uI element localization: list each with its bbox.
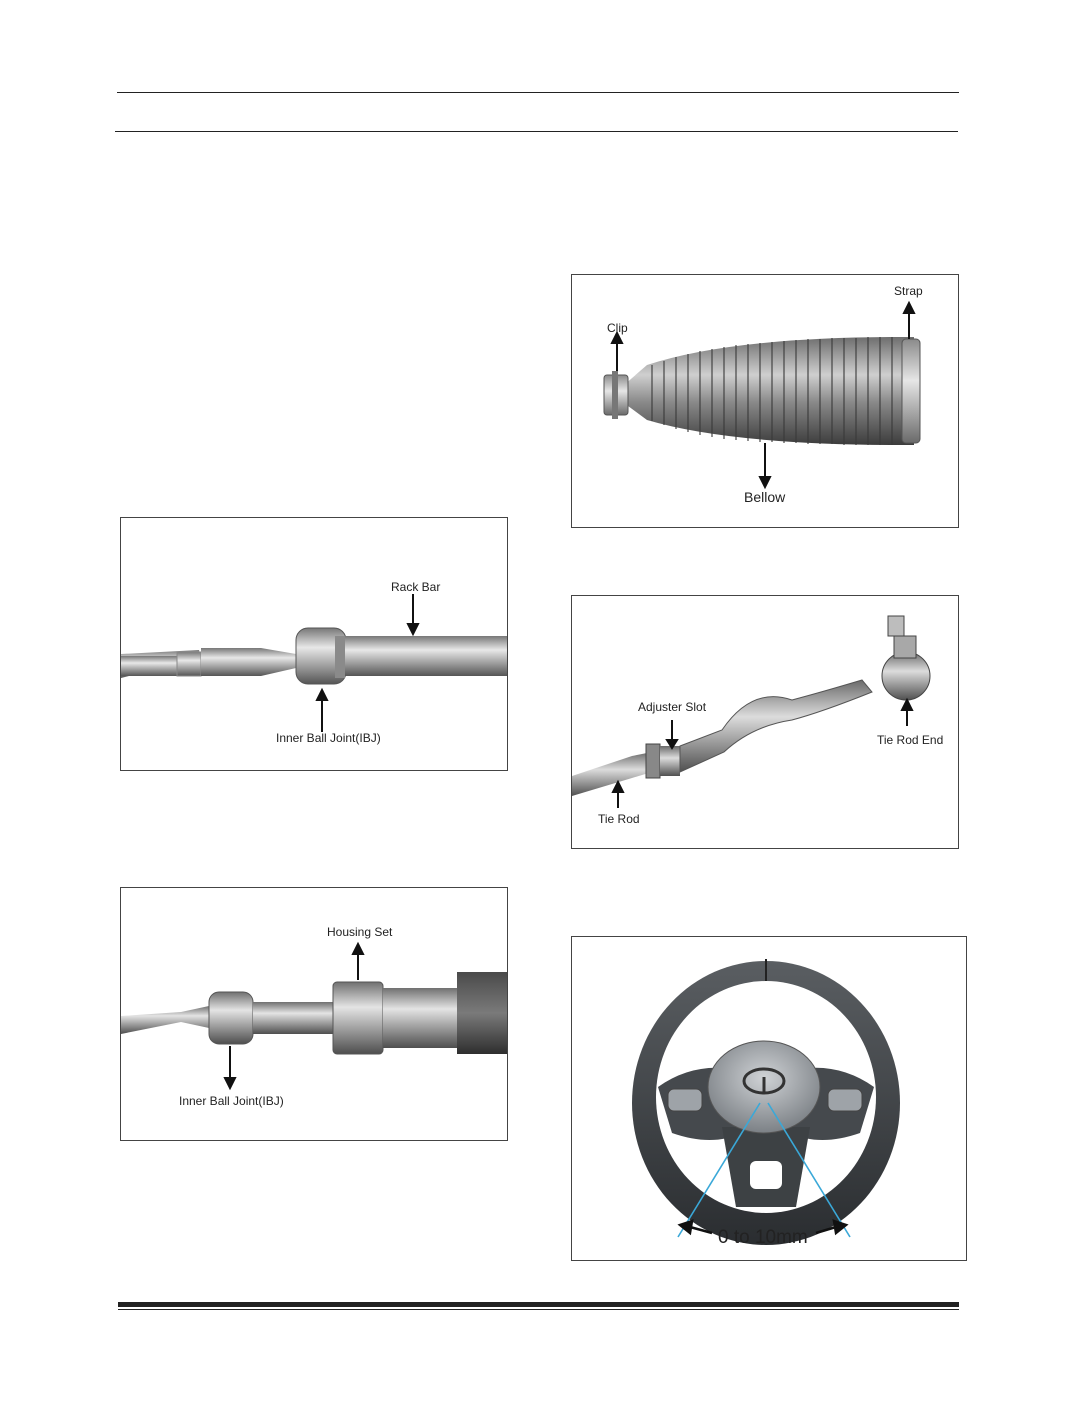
rack-bar-illustration: [121, 594, 507, 732]
label-strap: Strap: [894, 284, 923, 298]
housing-set-illustration: [121, 941, 507, 1091]
steering-wheel-figure: 0 to 10mm: [571, 936, 967, 1261]
label-clip: Clip: [607, 321, 628, 335]
label-adjuster-slot: Adjuster Slot: [638, 700, 707, 714]
footer-rule-thick: [118, 1302, 959, 1307]
label-bellow: Bellow: [744, 489, 786, 505]
housing-set-figure: Housing Set Inner Ball Joint(IBJ): [120, 887, 508, 1141]
rack-bar-figure: Rack Bar Inner Ball Joint(IBJ): [120, 517, 508, 771]
label-tie-rod-end: Tie Rod End: [877, 733, 944, 747]
tie-rod-figure: Adjuster Slot Tie Rod End Tie Rod: [571, 595, 959, 849]
header-rule-bottom: [115, 131, 958, 132]
label-rack-bar: Rack Bar: [391, 580, 441, 594]
label-tolerance: 0 to 10mm: [718, 1227, 808, 1248]
header-rule-top: [117, 92, 959, 93]
label-inner-ball-joint-2: Inner Ball Joint(IBJ): [179, 1094, 284, 1108]
bellow-figure: Clip Strap Bellow: [571, 274, 959, 528]
bellow-illustration: [603, 300, 921, 490]
tie-rod-illustration: [572, 615, 931, 808]
steering-wheel-illustration: [632, 959, 900, 1245]
label-housing-set: Housing Set: [327, 925, 393, 939]
footer-rule-thin: [118, 1309, 959, 1310]
label-inner-ball-joint: Inner Ball Joint(IBJ): [276, 731, 381, 745]
label-tie-rod: Tie Rod: [598, 812, 640, 826]
